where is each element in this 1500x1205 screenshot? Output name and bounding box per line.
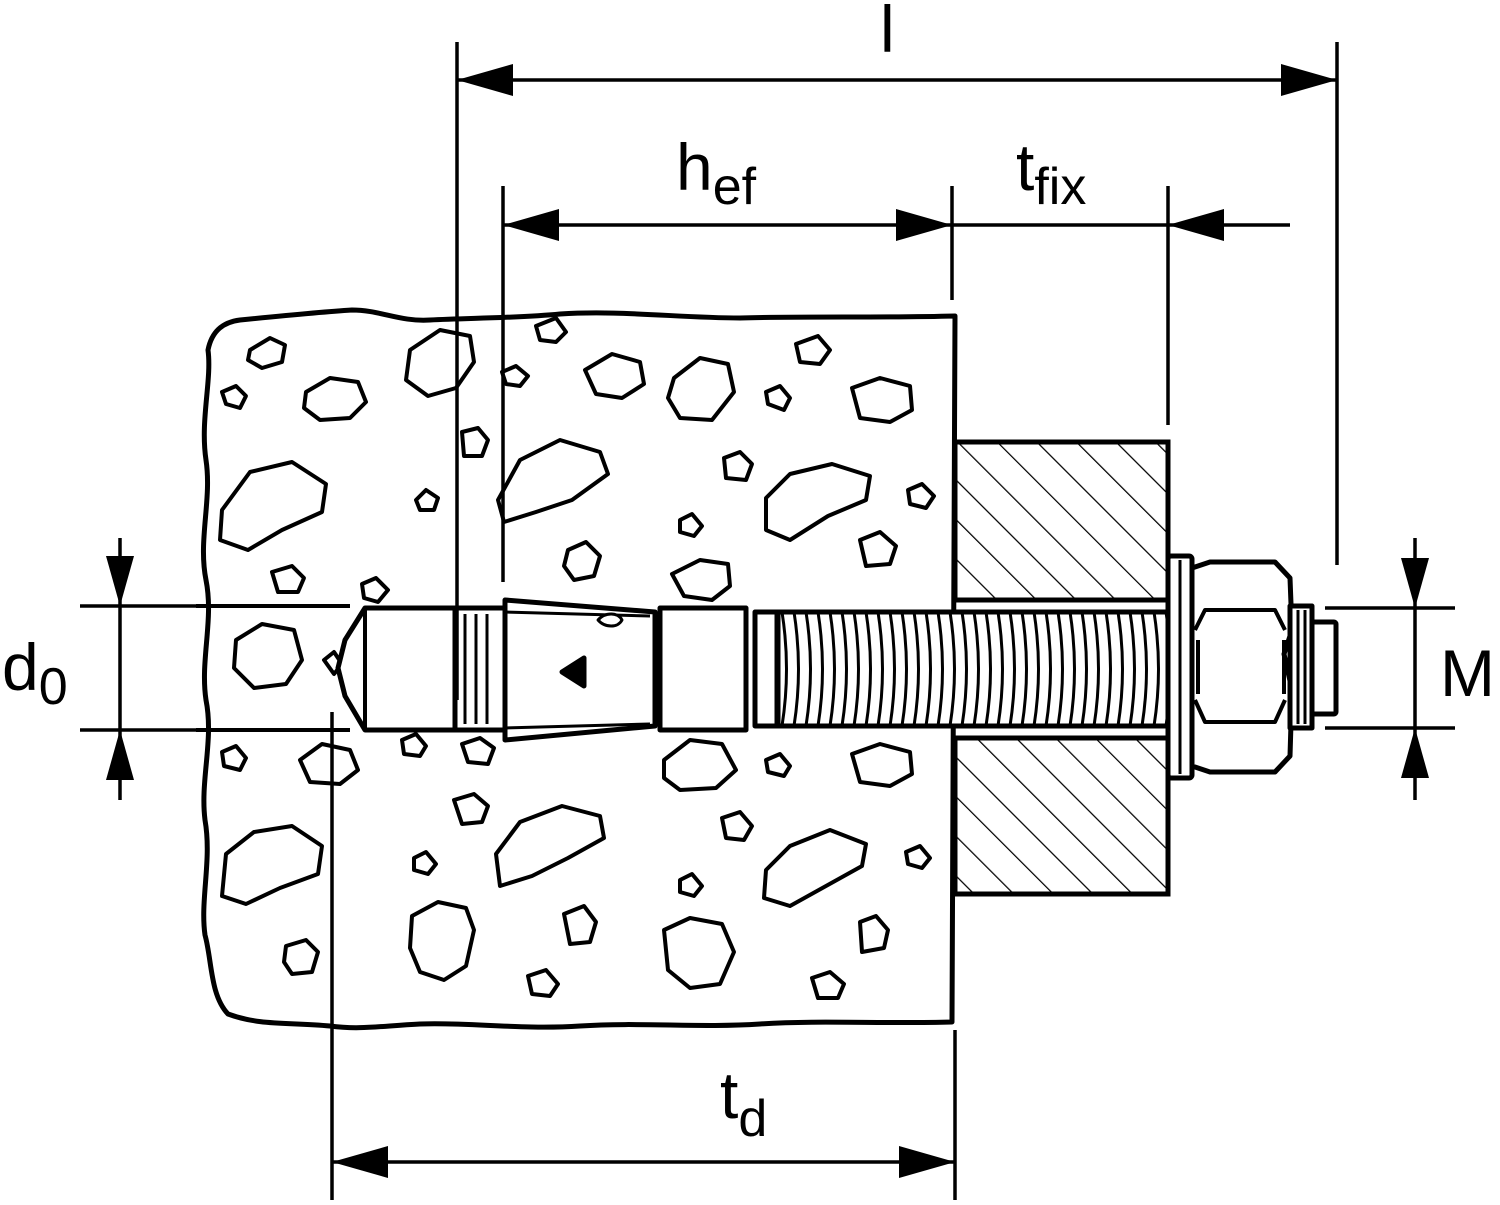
thread-line bbox=[1104, 612, 1112, 726]
anchor-bolt bbox=[335, 597, 1171, 743]
label-td-sub: d bbox=[738, 1090, 767, 1148]
thread-line bbox=[1008, 612, 1016, 726]
label-td: td bbox=[720, 1058, 767, 1148]
thread-line bbox=[936, 612, 944, 726]
thread-line bbox=[792, 612, 800, 726]
arrowhead-right bbox=[899, 1146, 955, 1178]
label-tfix-main: t bbox=[1016, 130, 1034, 204]
thread-line bbox=[780, 612, 788, 726]
clip-arrow-mark bbox=[559, 655, 587, 689]
arrowhead-right bbox=[1281, 64, 1337, 96]
thread-line bbox=[912, 612, 920, 726]
label-tfix-sub: fix bbox=[1034, 158, 1086, 216]
dimension-hef bbox=[503, 209, 952, 241]
thread-line bbox=[948, 612, 956, 726]
thread-line bbox=[1032, 612, 1040, 726]
thread-line bbox=[864, 612, 872, 726]
arrowhead-up bbox=[1401, 728, 1429, 778]
arrowhead-left bbox=[1168, 209, 1224, 241]
arrowhead-right bbox=[896, 209, 952, 241]
fixture-plate bbox=[952, 439, 1171, 897]
extension-lines bbox=[80, 42, 1455, 1200]
arrowhead-up bbox=[106, 730, 134, 780]
label-d0-sub: 0 bbox=[39, 658, 68, 716]
drill-hole bbox=[196, 604, 350, 732]
fixture-upper-block bbox=[952, 439, 1171, 603]
label-hef: hef bbox=[676, 130, 757, 216]
thread-line bbox=[1092, 612, 1100, 726]
washer-nut-assembly bbox=[1165, 553, 1339, 781]
thread-line bbox=[1020, 612, 1028, 726]
label-m: M bbox=[1440, 636, 1495, 710]
fixture-lower-block bbox=[952, 735, 1171, 897]
label-d0-main: d bbox=[2, 630, 39, 704]
thread-line bbox=[1116, 612, 1124, 726]
dimension-m bbox=[1401, 538, 1429, 800]
thread-line bbox=[1152, 612, 1160, 726]
thread-line bbox=[888, 612, 896, 726]
bolt-collar bbox=[752, 609, 780, 729]
thread-line bbox=[1140, 612, 1148, 726]
rod-end bbox=[1287, 603, 1315, 731]
thread-line bbox=[840, 612, 848, 726]
cone-grooves bbox=[463, 614, 489, 724]
label-l: l bbox=[880, 0, 895, 66]
thread-line bbox=[1068, 612, 1076, 726]
label-td-main: t bbox=[720, 1058, 738, 1132]
bolt-cone-tip bbox=[335, 605, 458, 733]
thread-line bbox=[972, 612, 980, 726]
thread-line bbox=[900, 612, 908, 726]
dimension-d0 bbox=[106, 538, 134, 800]
label-hef-sub: ef bbox=[713, 158, 757, 216]
thread-line bbox=[816, 612, 824, 726]
thread-line bbox=[924, 612, 932, 726]
bolt-shank-section bbox=[657, 605, 749, 733]
label-tfix: tfix bbox=[1016, 130, 1086, 216]
clip-slot bbox=[596, 612, 624, 628]
thread-line bbox=[960, 612, 968, 726]
dimension-l bbox=[457, 64, 1337, 96]
dimension-tfix bbox=[952, 209, 1290, 241]
arrowhead-down bbox=[106, 556, 134, 606]
thread-line bbox=[1080, 612, 1088, 726]
aggregate-stones bbox=[218, 316, 936, 1000]
thread-line bbox=[828, 612, 836, 726]
arrowhead-left bbox=[332, 1146, 388, 1178]
arrowhead-down bbox=[1401, 558, 1429, 608]
thread-line bbox=[984, 612, 992, 726]
thread-line bbox=[852, 612, 860, 726]
arrowhead-left bbox=[503, 209, 559, 241]
label-d0: d0 bbox=[2, 630, 68, 716]
nut-face-lines bbox=[1193, 608, 1287, 724]
thread-line bbox=[1056, 612, 1064, 726]
label-hef-main: h bbox=[676, 130, 713, 204]
bolt-cone-section bbox=[452, 605, 508, 733]
thread-line bbox=[1128, 612, 1136, 726]
arrowhead-left bbox=[457, 64, 513, 96]
dimension-td bbox=[332, 1146, 955, 1178]
thread-lines bbox=[780, 612, 1168, 726]
thread-line bbox=[1044, 612, 1052, 726]
thread-line bbox=[996, 612, 1004, 726]
thread-line bbox=[804, 612, 812, 726]
thread-line bbox=[876, 612, 884, 726]
hex-nut bbox=[1189, 559, 1295, 775]
rod-tip bbox=[1309, 619, 1339, 717]
